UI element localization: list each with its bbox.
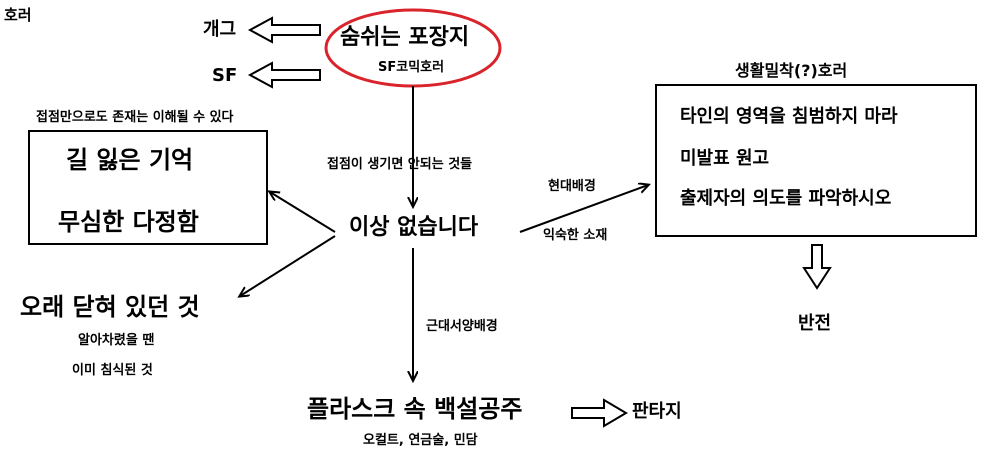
hollow-arrow-fantasy xyxy=(571,398,628,428)
edge-label-right-bottom: 익숙한 소재 xyxy=(543,228,608,243)
hub-label: 이상 없습니다 xyxy=(349,215,479,240)
bottom-right-label: 판타지 xyxy=(632,401,682,422)
right-box-caption: 생활밀착(?)호러 xyxy=(735,61,848,80)
center-subtitle: SF코믹호러 xyxy=(378,60,445,75)
edge-label-top: 접점이 생기면 안되는 것들 xyxy=(327,157,473,172)
twist-label: 반전 xyxy=(798,313,832,334)
center-title: 숨쉬는 포장지 xyxy=(340,25,470,50)
left-box-line-1: 길 잃은 기억 xyxy=(66,146,194,174)
left-bottom-title: 오래 닫혀 있던 것 xyxy=(20,293,200,321)
left-box-line-2: 무심한 다정함 xyxy=(58,208,199,236)
right-box-line-3: 출제자의 의도를 파악하시오 xyxy=(680,188,892,209)
hollow-arrow-gag xyxy=(247,16,321,44)
label-gag: 개그 xyxy=(203,19,237,40)
left-bottom-note-1: 알아차렸을 땐 xyxy=(78,333,155,348)
corner-label: 호러 xyxy=(4,6,32,24)
hollow-arrow-down-twist xyxy=(802,244,832,290)
edge-label-bottom: 근대서양배경 xyxy=(426,319,498,334)
right-box-line-2: 미발표 원고 xyxy=(680,148,770,169)
label-sf: SF xyxy=(212,65,238,86)
arrow-hub-to-right-box xyxy=(519,185,648,233)
left-bottom-note-2: 이미 침식된 것 xyxy=(72,363,153,378)
edge-label-right-top: 현대배경 xyxy=(548,179,596,194)
right-box-line-1: 타인의 영역을 침범하지 마라 xyxy=(680,106,898,127)
left-box xyxy=(28,130,268,245)
left-box-caption: 접점만으로도 존재는 이해될 수 있다 xyxy=(36,110,234,125)
arrow-hub-to-left-bottom xyxy=(240,235,336,296)
hollow-arrow-sf xyxy=(247,61,321,89)
bottom-subtitle: 오컬트, 연금술, 민담 xyxy=(363,433,478,448)
bottom-title: 플라스크 속 백설공주 xyxy=(307,395,523,423)
arrow-hub-to-left-box xyxy=(270,192,336,233)
right-box xyxy=(655,84,977,237)
